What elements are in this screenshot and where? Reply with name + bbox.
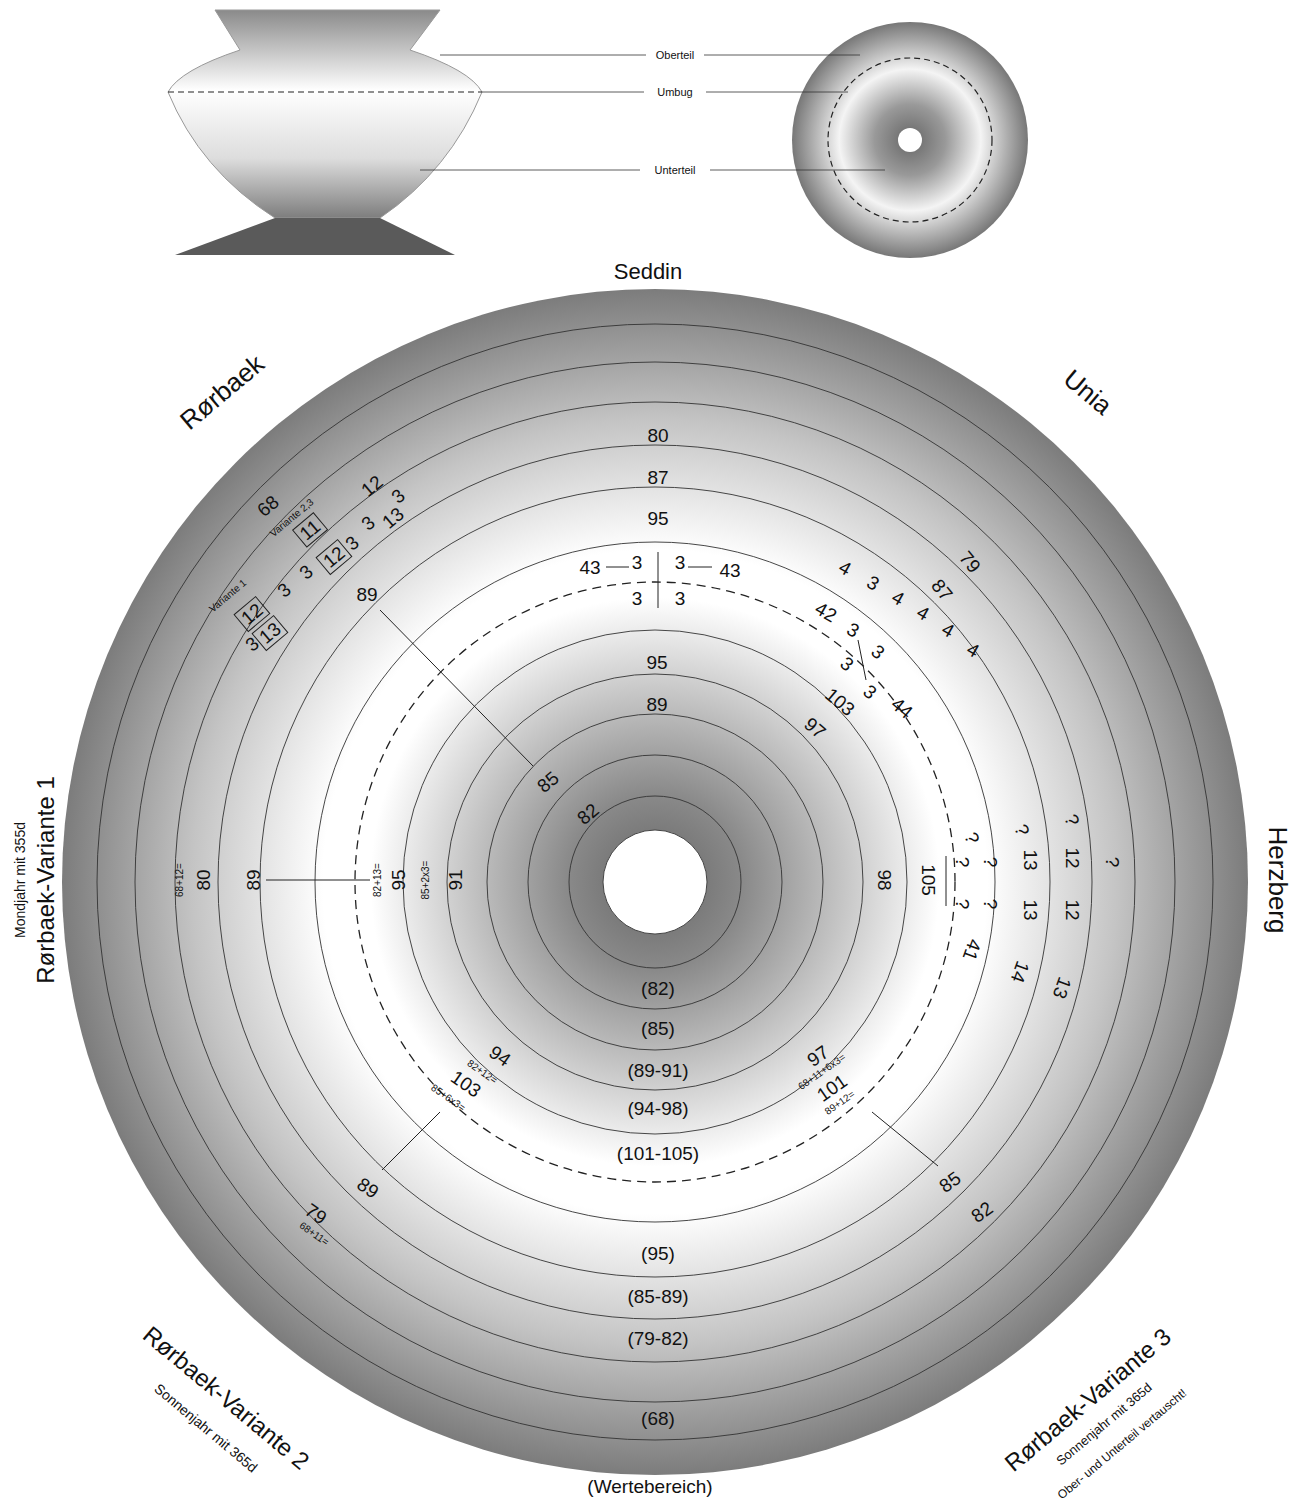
ring-label: 3	[675, 553, 686, 572]
ring-label: 82+13=	[373, 863, 383, 897]
ring-label: 85+2x3=	[421, 861, 431, 900]
ring-label: 80	[194, 869, 213, 890]
ring-label: 13	[1021, 849, 1040, 870]
ring-label: 3	[632, 553, 643, 572]
ring-label: Rørbaek-Variante 3	[1001, 1324, 1176, 1476]
ring-label: ?	[953, 857, 972, 868]
ring-label: 89	[356, 585, 377, 604]
ring-label: 68+12=	[175, 863, 185, 897]
ring-label: ?	[953, 899, 972, 910]
ring-label: 43	[719, 561, 740, 580]
ring-label: 3	[675, 589, 686, 608]
ring-label: 95	[389, 869, 408, 890]
ring-label: ?	[981, 899, 1000, 910]
ring-label: (94-98)	[627, 1099, 688, 1118]
ring-label: 98	[875, 869, 894, 890]
ring-label: 95	[646, 653, 667, 672]
ring-label: 13	[1021, 899, 1040, 920]
ring-label: Umbug	[657, 87, 692, 98]
ring-label: Rørbaek	[175, 350, 268, 434]
ring-label: 91	[446, 869, 465, 890]
ring-label: Herzberg	[1265, 827, 1291, 934]
ring-label: (Wertebereich)	[587, 1477, 712, 1496]
ring-label: 89	[646, 695, 667, 714]
ring-label: 80	[647, 426, 668, 445]
ring-label: 43	[579, 558, 600, 577]
ring-label: (82)	[641, 979, 675, 998]
ring-label: Unterteil	[655, 165, 696, 176]
ring-label: (79-82)	[627, 1329, 688, 1348]
ring-label: ?	[1103, 857, 1122, 868]
ring-label: 3	[632, 589, 643, 608]
ring-label: 87	[647, 468, 668, 487]
ring-label: 12	[1063, 899, 1082, 920]
ring-label: 95	[647, 509, 668, 528]
ring-label: 89	[244, 869, 263, 890]
ring-label: Mondjahr mit 355d	[13, 822, 27, 938]
ring-label: ?	[981, 857, 1000, 868]
ring-label: (101-105)	[617, 1144, 699, 1163]
ring-label: Unia	[1059, 365, 1117, 419]
ring-label: (89-91)	[627, 1061, 688, 1080]
ring-label: (85)	[641, 1019, 675, 1038]
ring-label: Seddin	[614, 261, 683, 283]
ring-label: Rørbaek-Variante 1	[34, 776, 58, 984]
ring-label: Oberteil	[656, 50, 695, 61]
ring-label: (68)	[641, 1409, 675, 1428]
ring-label: 105	[919, 864, 938, 896]
ring-label: 12	[1063, 847, 1082, 868]
ring-label: (95)	[641, 1244, 675, 1263]
ring-label: (85-89)	[627, 1287, 688, 1306]
